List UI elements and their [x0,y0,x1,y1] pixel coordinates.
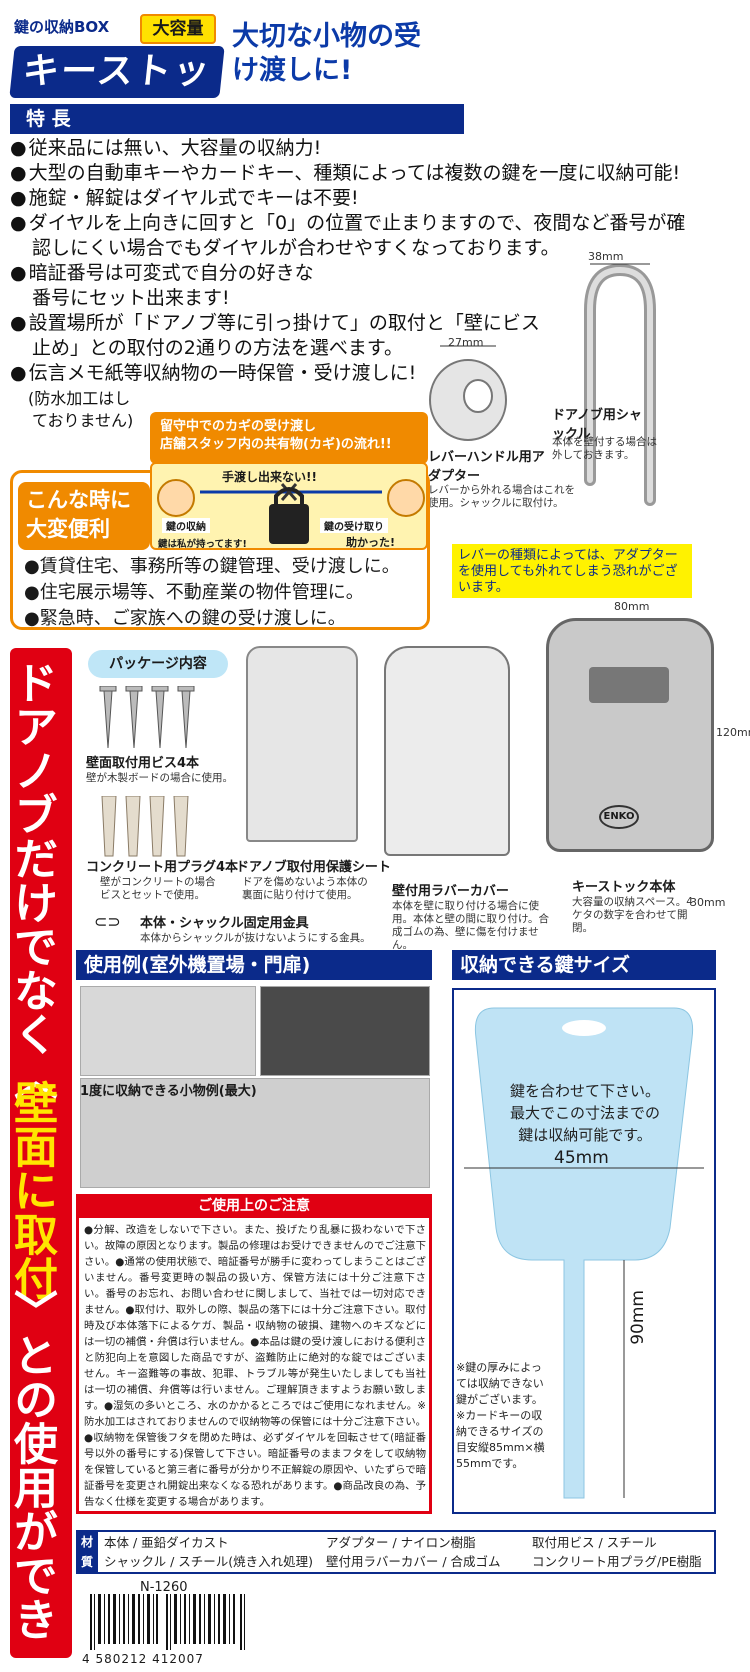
feature-item: 番号にセット出来ます! [32,287,230,309]
fixture-desc: 本体からシャックルが抜けないようにする金具。 [140,932,371,944]
bubble-right: 助かった! [346,536,396,549]
dimension-27: 27mm [448,336,484,349]
feature-item: 認しにくい場合でもダイヤルが合わせやすくなっております。 [32,237,560,259]
photo-gate [260,986,430,1076]
plugs-desc: 壁がコンクリートの場合ビスとセットで使用。 [100,876,216,901]
volume-badge: 大容量 [140,14,216,44]
handy-heading: 留守中でのカギの受け渡し 店舗スタッフ内の共有物(カギ)の流れ!! [150,412,428,464]
example-label: 1度に収納できる小物例(最大) [80,1084,257,1099]
bubble-left: 鍵は私が持ってます! [158,539,247,550]
materials-label: 材質 [76,1530,98,1574]
handy-illustration: 手渡し出来ない!! 鍵の収納 鍵の受け取り 鍵は私が持ってます! 助かった! [150,462,428,550]
keysize-line3: 鍵は収納可能です。 [518,1126,652,1144]
key-length-dim: 90mm [628,1290,648,1345]
photo-outdoor-unit [80,986,256,1076]
feature-item: (防水加工はし [28,389,131,408]
store-key-label: 鍵の収納 [162,518,210,533]
feature-item: 止め」との取付の2通りの方法を選べます。 [32,337,403,359]
dimension-30: 30mm [690,896,726,909]
caution-text: ●分解、改造をしないで下さい。また、投げたり乱暴に扱わないで下さい。故障の原因と… [84,1224,426,1508]
keysize-note: ※鍵の厚みによっては収納できない鍵がございます。※カードキーの収納できるサイズの… [456,1361,545,1470]
feature-item: 設置場所が「ドアノブ等に引っ掛けて」の取付と「壁にビス [10,311,540,336]
take-key-label: 鍵の受け取り [320,518,388,533]
key-outline-icon [464,1007,704,1499]
handy-heading-line2: 店舗スタッフ内の共有物(カギ)の流れ!! [160,437,392,452]
photo-small-items [80,1078,430,1188]
caution-title: ご使用上のご注意 [76,1194,432,1218]
dimension-38: 38mm [588,250,624,263]
material-screw: 取付用ビス / スチール [532,1535,657,1550]
key-width-dim: 45mm [554,1148,609,1168]
dimension-120: 120mm [716,726,750,739]
cover-label: 壁付用ラバーカバー [392,884,509,899]
usage-title: 使用例(室外機置場・門扉) [76,950,432,980]
screws-label: 壁面取付用ビス4本 [86,756,200,771]
material-shackle: シャックル / スチール(焼き入れ処理) [104,1554,314,1569]
handy-title: こんな時に大変便利 [18,482,150,550]
adapter-desc: レバーから外れる場合はこれを使用。シャックルに取付け。 [428,484,575,509]
feature-item: ておりません) [32,411,134,430]
cover-desc: 本体を壁に取り付ける場合に使用。本体と壁の間に取り付け。合成ゴムの為、壁に傷を付… [392,900,549,951]
material-adapter: アダプター / ナイロン樹脂 [326,1535,476,1550]
package-title: パッケージ内容 [88,650,228,678]
feature-item: 施錠・解錠はダイヤル式でキーは不要! [10,186,359,211]
feature-item: 従来品には無い、大容量の収納力! [10,136,322,161]
plugs-label: コンクリート用プラグ4本 [86,860,239,875]
barcode-number: 4 580212 412007 [82,1652,204,1666]
protection-sheet-image [246,646,358,842]
plug-icon [101,796,189,857]
material-plug: コンクリート用プラグ/PE樹脂 [532,1554,702,1569]
features-title: 特 長 [10,104,464,134]
handover-flow [157,479,425,544]
tagline: 大切な小物の受け渡しに! [232,21,421,86]
body-label: キーストック本体 [572,880,676,895]
handy-heading-line1: 留守中でのカギの受け渡し [160,419,317,434]
shackle-label: ドアノブ用シャックル [552,408,642,442]
adapter-note: レバーの種類によっては、アダプターを使用しても外れてしまう恐れがございます。 [452,544,692,598]
keysize-line2: 最大でこの寸法までの [509,1104,660,1122]
fixture-label: 本体・シャックル固定用金具 [140,916,309,931]
caution-box [76,1194,432,1514]
wall-mount-banner [10,648,72,1658]
keysize-instructions: 鍵を合わせて下さい。 最大でこの寸法までの 鍵は収納可能です。 [472,1080,698,1146]
shackle-desc: 本体を壁付する場合は外しておきます。 [552,436,657,461]
adapter-label: レバーハンドル用アダプター [428,450,545,484]
banner-text-1: ドアノブだけでなく〈 [6,660,57,1100]
cannot-handover: 手渡し出来ない!! [222,470,317,484]
keysize-title: 収納できる鍵サイズ [452,950,716,980]
dial-lock [589,667,669,703]
feature-item: ダイヤルを上向きに回すと「0」の位置で止まりますので、夜間など番号が確 [10,211,686,236]
material-cover: 壁付用ラバーカバー / 合成ゴム [326,1554,501,1569]
feature-item: 大型の自動車キーやカードキー、種類によっては複数の鍵を一度に収納可能! [10,161,681,186]
rubber-cover-image [384,646,510,856]
model-number: N-1260 [140,1580,188,1595]
fixture-icon: ⊂⊃ [94,912,121,931]
body-desc: 大容量の収納スペース。4ケタの数字を合わせて開閉。 [572,896,693,934]
barcode-icon [90,1594,245,1650]
feature-item: 暗証番号は可変式で自分の好きな [10,261,314,286]
dimension-80: 80mm [614,600,650,613]
sheet-label: ドアノブ取付用保護シート [236,860,391,875]
brand-tag: 鍵の収納BOX [14,18,110,36]
material-body: 本体 / 亜鉛ダイカスト [104,1535,229,1550]
banner-text-3: 〉との使用ができる! [0,1289,57,1641]
handy-item: 住宅展示場等、不動産業の物件管理に。 [24,580,364,606]
brand-logo: ENKO [599,805,639,829]
handy-item: 賃貸住宅、事務所等の鍵管理、受け渡しに。 [24,554,400,580]
handy-item: 緊急時、ご家族への鍵の受け渡しに。 [24,606,346,632]
screw-icon [99,686,195,749]
shackle-diagram [429,263,656,506]
product-logo: キーストック [9,46,225,144]
keysize-line1: 鍵を合わせて下さい。 [509,1082,660,1100]
keystock-body-image: ENKO [546,618,714,852]
feature-item: 伝言メモ紙等収納物の一時保管・受け渡しに! [10,361,417,386]
banner-text-2: 壁面に取付 [6,1080,57,1300]
screws-desc: 壁が木製ボードの場合に使用。 [86,772,233,784]
sheet-desc: ドアを傷めないよう本体の裏面に貼り付けて使用。 [242,876,368,901]
